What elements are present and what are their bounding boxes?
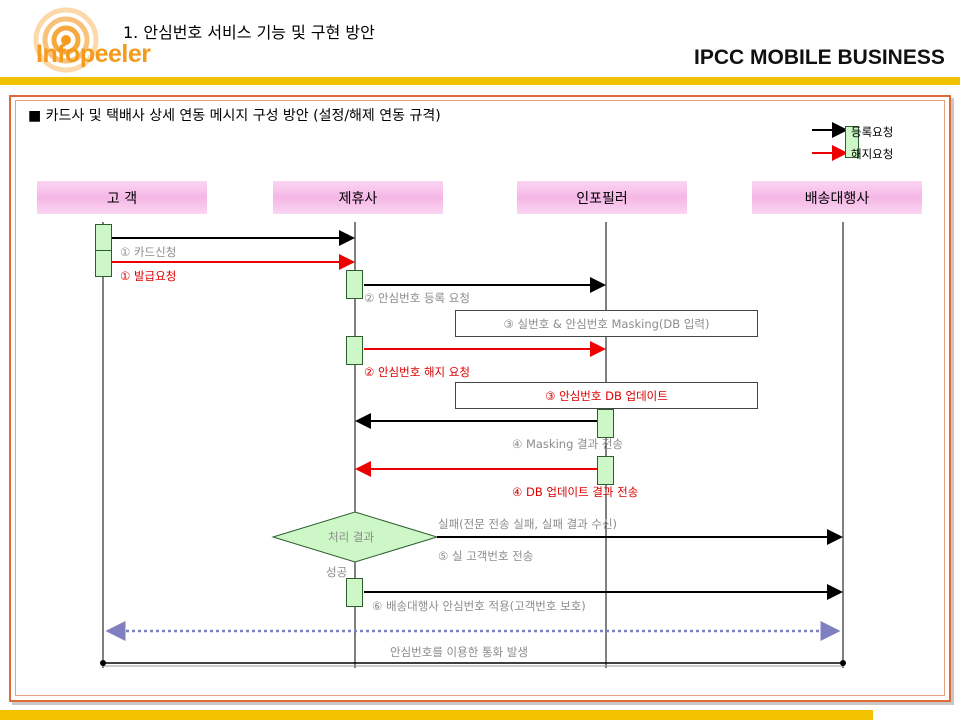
note-db-update: ③ 안심번호 DB 업데이트 (455, 382, 758, 409)
footer-bar (0, 710, 873, 720)
logo-text: Infopeeler (36, 40, 151, 68)
legend-register-label: 등록요청 (851, 125, 894, 139)
signal-logo-icon (33, 7, 99, 73)
activation-divider (95, 250, 112, 251)
activation-box (597, 409, 614, 438)
activation-box (346, 336, 363, 365)
label-card-request: ① 카드신청 (120, 245, 177, 259)
label-apply-safe-number: ⑥ 배송대행사 안심번호 적용(고객번호 보호) (372, 599, 586, 613)
logo (30, 5, 180, 77)
diagram-inner-frame (15, 100, 945, 696)
label-fail: 실패(전문 전송 실패, 실패 결과 수신) (438, 517, 618, 531)
label-issue-request: ① 발급요청 (120, 269, 177, 283)
header-divider (0, 77, 960, 85)
lane-customer: 고 객 (37, 181, 207, 214)
activation-box (346, 270, 363, 299)
legend-swatch (845, 126, 859, 158)
label-cancel-request: ② 안심번호 해지 요청 (364, 365, 470, 379)
note-db-update-text: ③ 안심번호 DB 업데이트 (545, 388, 668, 403)
note-masking-text: ③ 실번호 & 안심번호 Masking(DB 입력) (503, 316, 710, 331)
decision-diamond (271, 511, 439, 563)
label-real-number: ⑤ 실 고객번호 전송 (438, 549, 534, 563)
decision-label: 처리 결과 (328, 530, 374, 544)
lane-partner: 제휴사 (273, 181, 443, 214)
page-title: 1. 안심번호 서비스 기능 및 구현 방안 (123, 23, 375, 42)
label-masking-result: ④ Masking 결과 전송 (512, 437, 623, 451)
call-start-dot (100, 660, 106, 666)
activation-box (346, 578, 363, 607)
brand-name: IPCC MOBILE BUSINESS (694, 46, 945, 69)
label-update-result: ④ DB 업데이트 결과 전송 (512, 485, 639, 499)
activation-box (597, 456, 614, 485)
section-title: ■ 카드사 및 택배사 상세 연동 메시지 구성 방안 (설정/해제 연동 규격… (28, 108, 441, 124)
diagram-frame (9, 95, 951, 702)
label-success: 성공 (326, 565, 348, 579)
call-end-dot (840, 660, 846, 666)
label-register-request: ② 안심번호 등록 요청 (364, 291, 470, 305)
label-call: 안심번호를 이용한 통화 발생 (390, 645, 528, 659)
note-masking: ③ 실번호 & 안심번호 Masking(DB 입력) (455, 310, 758, 337)
lane-infopeeler: 인포필러 (517, 181, 687, 214)
lane-delivery-agency: 배송대행사 (752, 181, 922, 214)
legend-cancel-label: 해지요청 (851, 147, 894, 161)
